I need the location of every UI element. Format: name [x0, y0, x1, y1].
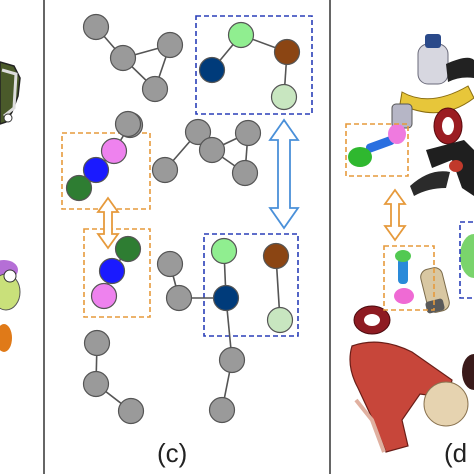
blue-box-d [459, 221, 474, 299]
clamp-pad [449, 160, 463, 172]
panel-b-partial [0, 61, 21, 352]
disc-object [423, 381, 469, 427]
graph-node-m2 [234, 119, 262, 147]
orange-box-d-bottom [383, 245, 435, 311]
green-sphere-object [460, 234, 474, 278]
graph-node-bl1 [83, 329, 111, 357]
graph-node-t_navy [198, 56, 226, 84]
graph-node-lb_pink [90, 282, 118, 310]
graph-node-rb_green [210, 237, 238, 265]
tape-ring-bottom-hole [364, 314, 380, 326]
blue-box-c-bottom [203, 233, 299, 337]
orange-double-arrow-c [96, 196, 120, 250]
graph-node-m3 [151, 156, 179, 184]
tool-object-top [446, 57, 474, 82]
object-render-bottom-orange [0, 324, 12, 352]
graph-node-l_green [65, 174, 93, 202]
drill-grip [354, 398, 386, 453]
graph-node-m5 [198, 136, 226, 164]
blue-double-arrow-c [268, 118, 300, 230]
graph-node-g1 [82, 13, 110, 41]
graph-node-rb_brown [262, 242, 290, 270]
orange-double-arrow-d [383, 188, 407, 242]
graph-node-bl2 [82, 370, 110, 398]
graph-node-l_pink [100, 137, 128, 165]
graph-node-t_green [227, 21, 255, 49]
orange-box-c-bottom [83, 228, 151, 318]
tube-cap [425, 298, 445, 314]
graph-node-rb_gray2 [208, 396, 236, 424]
graph-node-m4 [231, 159, 259, 187]
dumbbell-object-top [348, 124, 406, 167]
clamp-jaw [410, 171, 450, 196]
graph-node-t_brown [273, 38, 301, 66]
graph-node-rb_pale [266, 306, 294, 334]
clamp-object [426, 140, 474, 196]
graph-node-b_gray1 [156, 250, 184, 278]
graph-node-lb_green [114, 235, 142, 263]
orange-box-d-top [345, 123, 409, 177]
panel-c [61, 13, 313, 425]
bottle-object [417, 43, 449, 85]
graph-node-t_pale [270, 83, 298, 111]
object-render-knob [3, 113, 13, 123]
graph-node-lb_blue [98, 257, 126, 285]
bottle-cap [425, 34, 441, 48]
graph-node-rb_gray1 [218, 346, 246, 374]
graph-node-g4 [141, 75, 169, 103]
panel-d-caption: (d [444, 438, 467, 468]
graph-node-rb_navy [212, 284, 240, 312]
blue-box-c-top [195, 15, 313, 115]
dark-ring-object [462, 354, 474, 390]
tape-ring-top-hole [442, 117, 454, 135]
graph-node-b_gray2 [165, 284, 193, 312]
graph-node-bl4 [117, 397, 145, 425]
panel-d [345, 34, 474, 453]
object-render-top-handle [1, 68, 18, 118]
graph-node-l_blue [82, 156, 110, 184]
graph-node-m1 [184, 118, 212, 146]
graph-node-g3 [156, 31, 184, 59]
graph-node-g2 [109, 44, 137, 72]
object-render-bottom-ring [3, 269, 17, 283]
dumbbell-object-bottom [394, 250, 414, 304]
panel-c-caption: (c) [157, 438, 187, 468]
graph-node-l_gray1 [114, 110, 142, 138]
